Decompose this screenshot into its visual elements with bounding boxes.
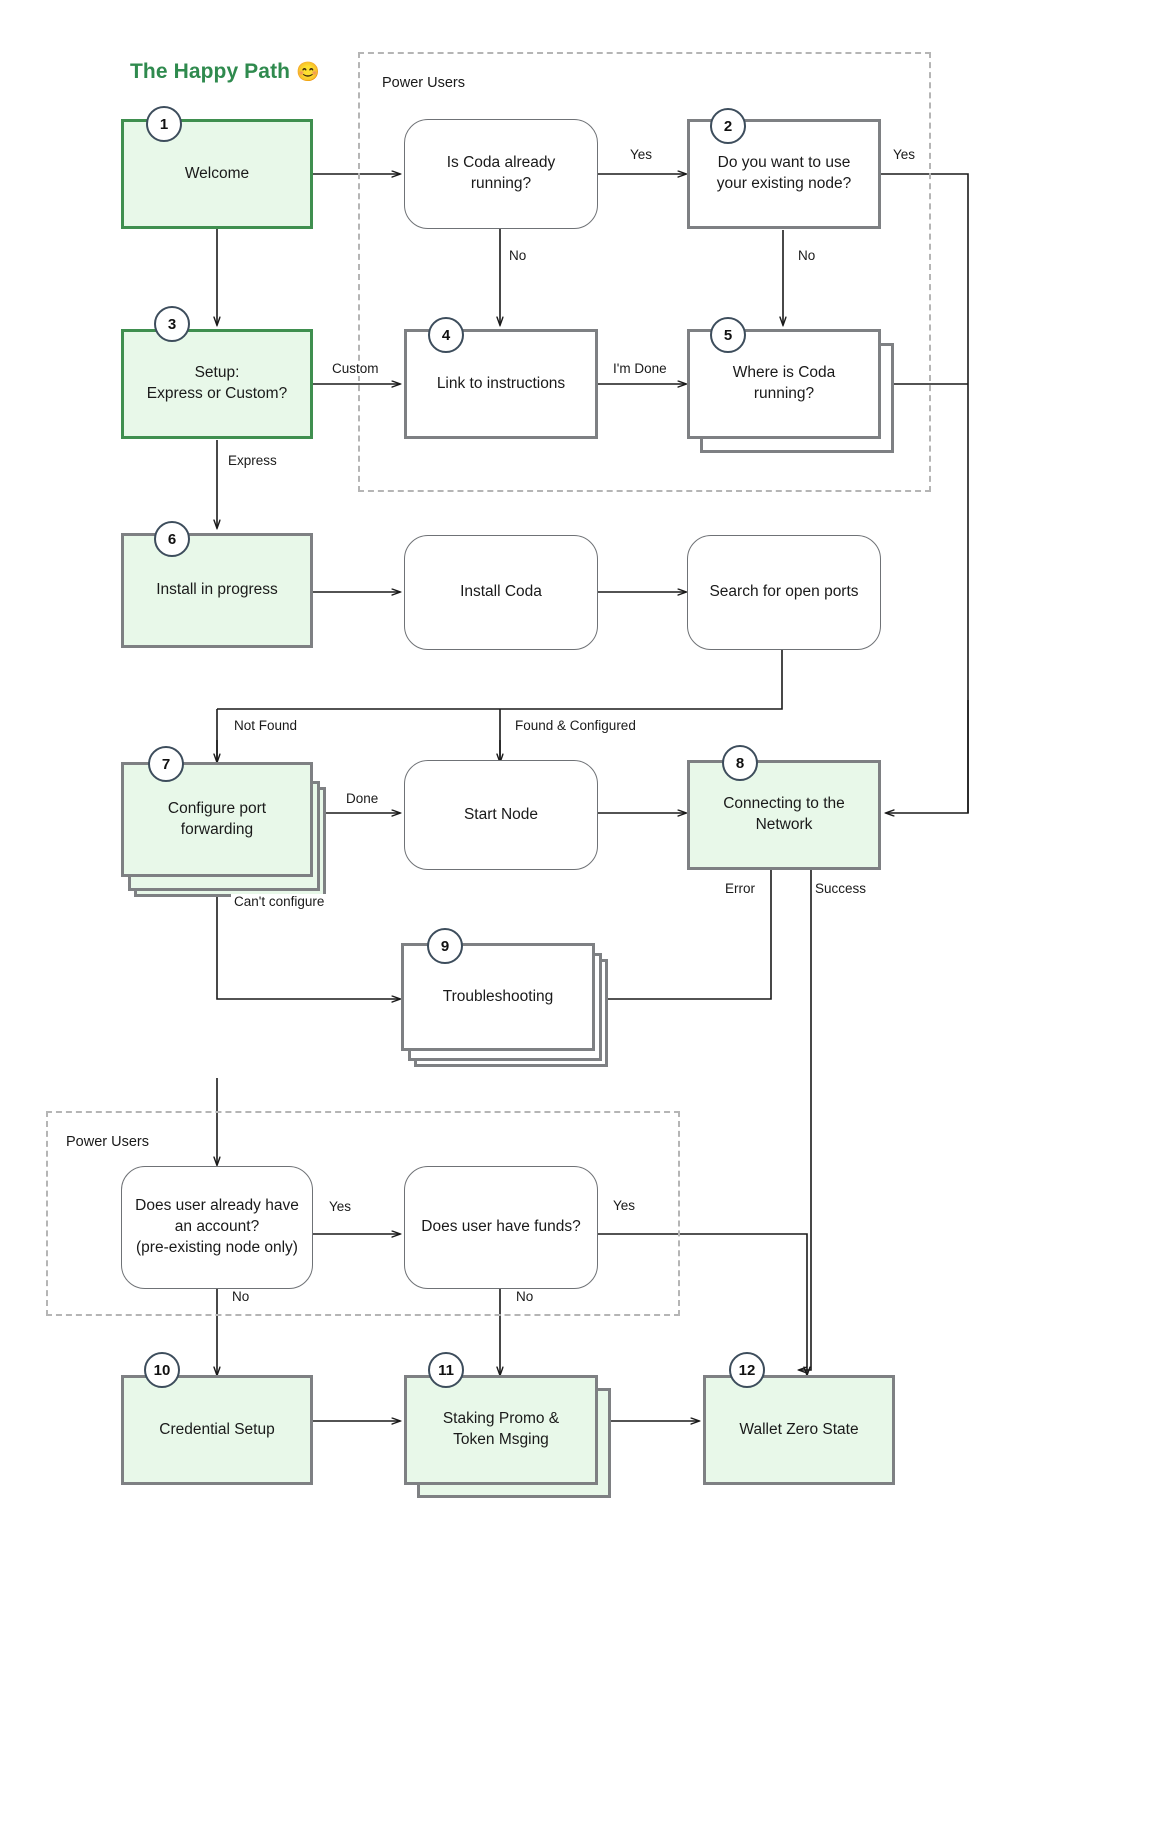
step-badge-11: 11: [428, 1352, 464, 1388]
node-is-coda-running-label: Is Coda already running?: [446, 154, 556, 192]
step-badge-6: 6: [154, 521, 190, 557]
node-start-node[interactable]: Start Node: [404, 760, 598, 870]
node-install-coda[interactable]: Install Coda: [404, 535, 598, 650]
node-install-in-progress-label: Install in progress: [156, 581, 278, 599]
edge-label-success: Success: [812, 881, 870, 896]
node-where-is-coda-label: Where is Coda running?: [732, 364, 836, 402]
node-setup-mode[interactable]: Setup: Express or Custom?: [121, 329, 313, 439]
node-use-existing-node-label: Do you want to use your existing node?: [716, 154, 852, 192]
step-badge-5: 5: [710, 317, 746, 353]
node-credential-setup[interactable]: Credential Setup: [121, 1375, 313, 1485]
node-credential-setup-label: Credential Setup: [159, 1420, 275, 1438]
node-connecting-to-network-label: Connecting to the Network: [723, 795, 845, 833]
node-troubleshooting[interactable]: Troubleshooting: [401, 943, 595, 1051]
node-configure-port-forwarding[interactable]: Configure port forwarding: [121, 762, 313, 877]
group-power-users-top: [358, 52, 931, 492]
page-title: The Happy Path😊: [130, 60, 320, 84]
edge-label-no-4: No: [513, 1289, 537, 1304]
node-is-coda-running[interactable]: Is Coda already running?: [404, 119, 598, 229]
edge-label-im-done: I'm Done: [610, 361, 670, 376]
group-power-users-bottom-label: Power Users: [66, 1134, 149, 1150]
node-search-open-ports-label: Search for open ports: [709, 583, 859, 601]
edge-label-yes-2: Yes: [890, 147, 919, 162]
step-badge-10: 10: [144, 1352, 180, 1388]
node-link-to-instructions-label: Link to instructions: [436, 374, 566, 392]
step-badge-8: 8: [722, 745, 758, 781]
node-wallet-zero-state-label: Wallet Zero State: [739, 1420, 859, 1438]
edge-label-cant-configure: Can't configure: [231, 894, 328, 909]
edge-label-yes-4: Yes: [610, 1198, 639, 1213]
step-badge-4: 4: [428, 317, 464, 353]
step-badge-7: 7: [148, 746, 184, 782]
edge-label-express: Express: [225, 453, 280, 468]
node-has-account[interactable]: Does user already have an account? (pre-…: [121, 1166, 313, 1289]
edge-label-no-3: No: [229, 1289, 253, 1304]
page-title-text: The Happy Path: [130, 60, 291, 83]
node-install-in-progress[interactable]: Install in progress: [121, 533, 313, 648]
group-power-users-bottom: [46, 1111, 680, 1316]
node-has-funds-label: Does user have funds?: [421, 1218, 581, 1236]
smiley-icon: 😊: [296, 62, 320, 83]
node-configure-port-forwarding-label: Configure port forwarding: [167, 799, 267, 838]
node-welcome-label: Welcome: [184, 164, 250, 182]
edge-label-no-2: No: [795, 248, 819, 263]
node-setup-mode-label: Setup: Express or Custom?: [146, 364, 288, 402]
edge-label-custom: Custom: [329, 361, 382, 376]
step-badge-9: 9: [427, 928, 463, 964]
node-troubleshooting-label: Troubleshooting: [442, 987, 554, 1005]
step-badge-2: 2: [710, 108, 746, 144]
node-staking-promo-label: Staking Promo & Token Msging: [442, 1410, 560, 1448]
node-has-account-label: Does user already have an account? (pre-…: [135, 1197, 299, 1256]
node-connecting-to-network[interactable]: Connecting to the Network: [687, 760, 881, 870]
edge-label-yes-3: Yes: [326, 1199, 355, 1214]
edge-label-no-1: No: [506, 248, 530, 263]
edge-label-error: Error: [722, 881, 758, 896]
edge-label-found-configured: Found & Configured: [512, 718, 639, 733]
node-has-funds[interactable]: Does user have funds?: [404, 1166, 598, 1289]
edge-label-done: Done: [343, 791, 382, 806]
group-power-users-top-label: Power Users: [382, 75, 465, 91]
edge-label-not-found: Not Found: [231, 718, 301, 733]
step-badge-3: 3: [154, 306, 190, 342]
node-wallet-zero-state[interactable]: Wallet Zero State: [703, 1375, 895, 1485]
edge-label-yes-1: Yes: [627, 147, 656, 162]
node-install-coda-label: Install Coda: [460, 583, 542, 601]
node-start-node-label: Start Node: [463, 805, 539, 823]
node-search-open-ports[interactable]: Search for open ports: [687, 535, 881, 650]
step-badge-1: 1: [146, 106, 182, 142]
step-badge-12: 12: [729, 1352, 765, 1388]
node-staking-promo[interactable]: Staking Promo & Token Msging: [404, 1375, 598, 1485]
